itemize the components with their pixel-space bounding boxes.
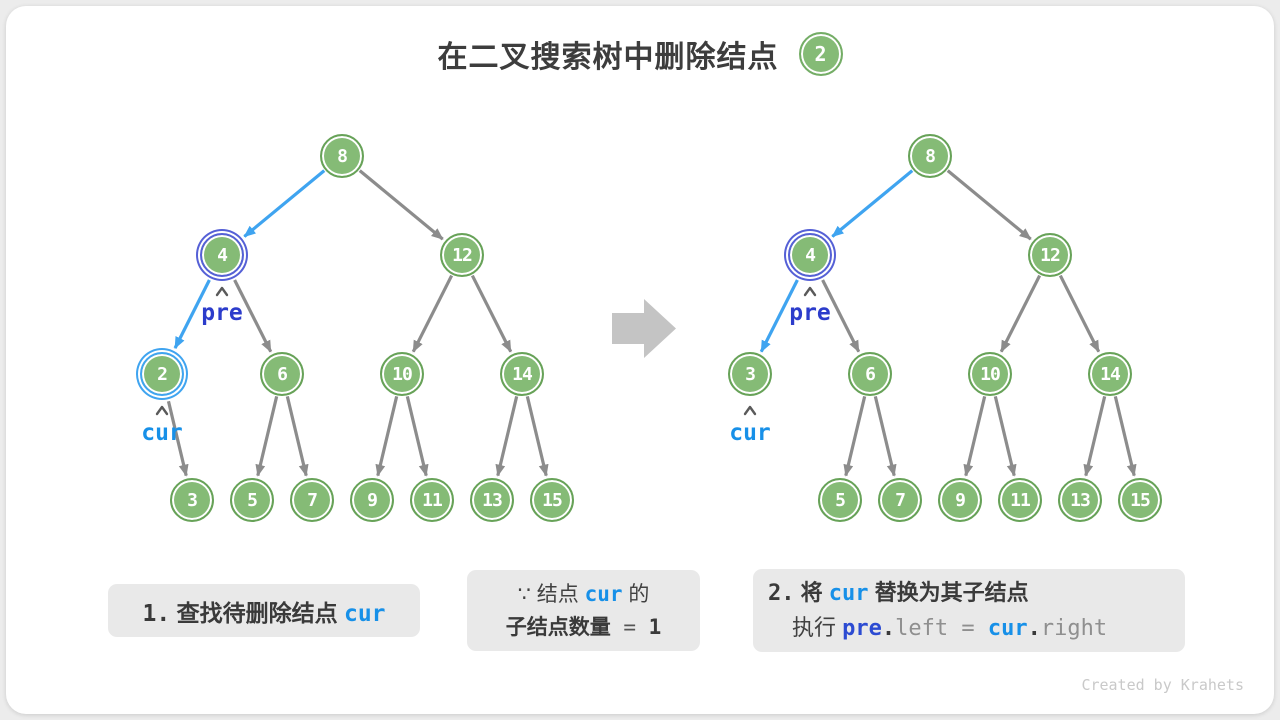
text-segment: .	[881, 615, 896, 641]
pre-ref: pre	[842, 615, 882, 641]
text-line: 2. 将 cur 替换为其子结点	[768, 576, 1185, 611]
text-segment: 的	[622, 582, 650, 606]
text-segment: ∵ 结点	[517, 582, 585, 606]
text-segment: 1	[648, 614, 662, 639]
text-line: ∵ 结点 cur 的	[518, 578, 650, 611]
text-line: 1. 查找待删除结点 cur	[142, 594, 385, 628]
text-line: 子结点数量 = 1	[506, 611, 662, 644]
cur-ref: cur	[343, 600, 386, 627]
step-box-2: 2. 将 cur 替换为其子结点执行 pre.left = cur.right	[753, 569, 1185, 652]
page-title: 在二叉搜索树中删除结点	[437, 41, 779, 74]
text-segment: =	[610, 614, 649, 639]
text-segment: left	[895, 615, 949, 641]
cur-ref: cur	[828, 580, 869, 606]
text-segment: right	[1040, 615, 1108, 641]
text-segment: 查找待删除结点	[170, 599, 344, 626]
text-segment: =	[948, 615, 988, 641]
text-line: 执行 pre.left = cur.right	[768, 611, 1185, 646]
text-segment: 2.	[768, 580, 795, 606]
text-segment: 子结点数量	[505, 615, 611, 639]
text-segment: .	[1027, 615, 1041, 641]
cur-ref: cur	[584, 581, 623, 606]
text-segment: 替换为其子结点	[868, 579, 1029, 605]
text-segment: 将	[794, 579, 829, 605]
cur-ref: cur	[987, 615, 1028, 641]
watermark: Created by Krahets	[1081, 676, 1244, 694]
diagram-title-bar: 在二叉搜索树中删除结点 2	[0, 31, 1280, 77]
condition-box: ∵ 结点 cur 的子结点数量 = 1	[467, 570, 700, 651]
step-badge: 2	[798, 32, 843, 76]
text-segment: 1.	[142, 600, 171, 627]
step-box-1: 1. 查找待删除结点 cur	[108, 584, 420, 637]
text-segment: 执行	[792, 614, 843, 640]
